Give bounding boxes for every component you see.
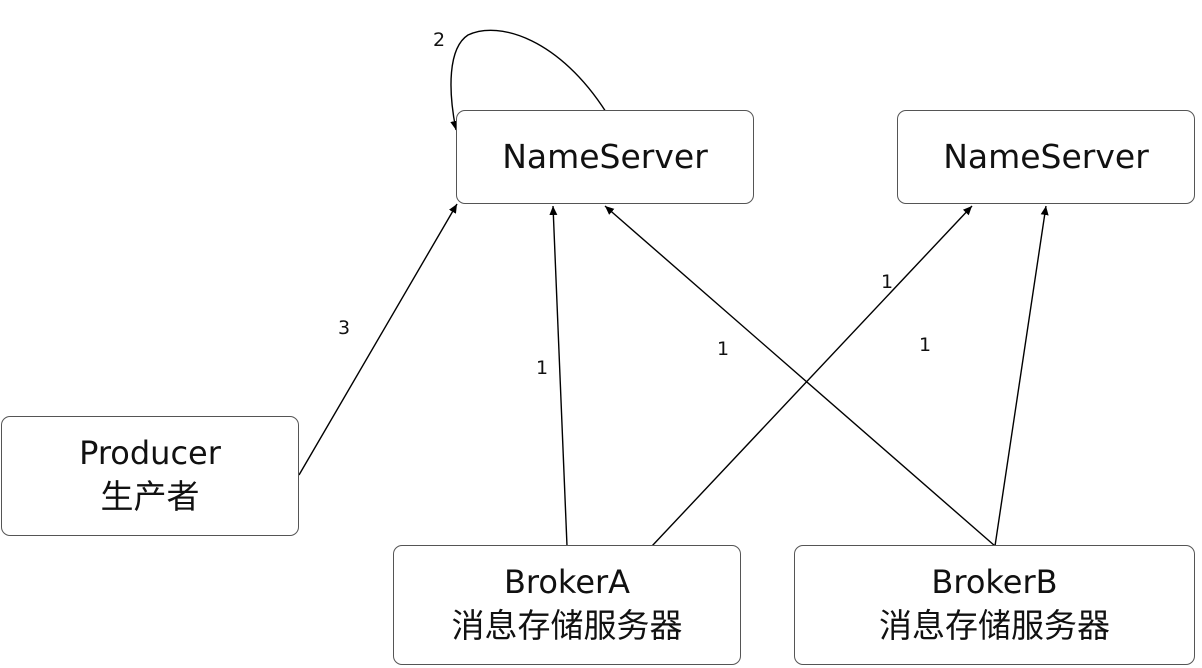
node-title: BrokerB [931, 563, 1058, 601]
node-subtitle: 消息存储服务器 [451, 606, 683, 645]
node-title: BrokerA [503, 563, 631, 601]
node-subtitle: 生产者 [100, 477, 200, 516]
edge-label-self-loop: 2 [433, 29, 446, 51]
edge-broker-b-to-nameserver-left [604, 205, 996, 547]
edge-label-producer: 3 [338, 317, 351, 339]
edge-producer-to-nameserver [298, 203, 458, 476]
edge-label-broker-b-right: 1 [919, 334, 932, 356]
node-title: NameServer [943, 137, 1149, 176]
edge-broker-a-to-nameserver-left [549, 205, 568, 547]
edge-label-broker-b-left: 1 [717, 338, 730, 360]
edge-broker-a-to-nameserver-right [651, 205, 973, 547]
edge-label-broker-a-left: 1 [536, 357, 549, 379]
producer-node[interactable]: Producer 生产者 [1, 416, 299, 536]
node-subtitle: 消息存储服务器 [879, 606, 1110, 645]
nameserver-left-node[interactable]: NameServer [456, 110, 754, 204]
edge-label-broker-a-right: 1 [881, 271, 894, 293]
broker-b-node[interactable]: BrokerB 消息存储服务器 [794, 545, 1195, 665]
node-title: Producer [79, 434, 221, 472]
node-title: NameServer [502, 137, 708, 176]
nameserver-right-node[interactable]: NameServer [897, 110, 1195, 204]
broker-a-node[interactable]: BrokerA 消息存储服务器 [393, 545, 741, 665]
edge-self-loop [450, 29, 607, 131]
edge-broker-b-to-nameserver-right [994, 205, 1049, 547]
